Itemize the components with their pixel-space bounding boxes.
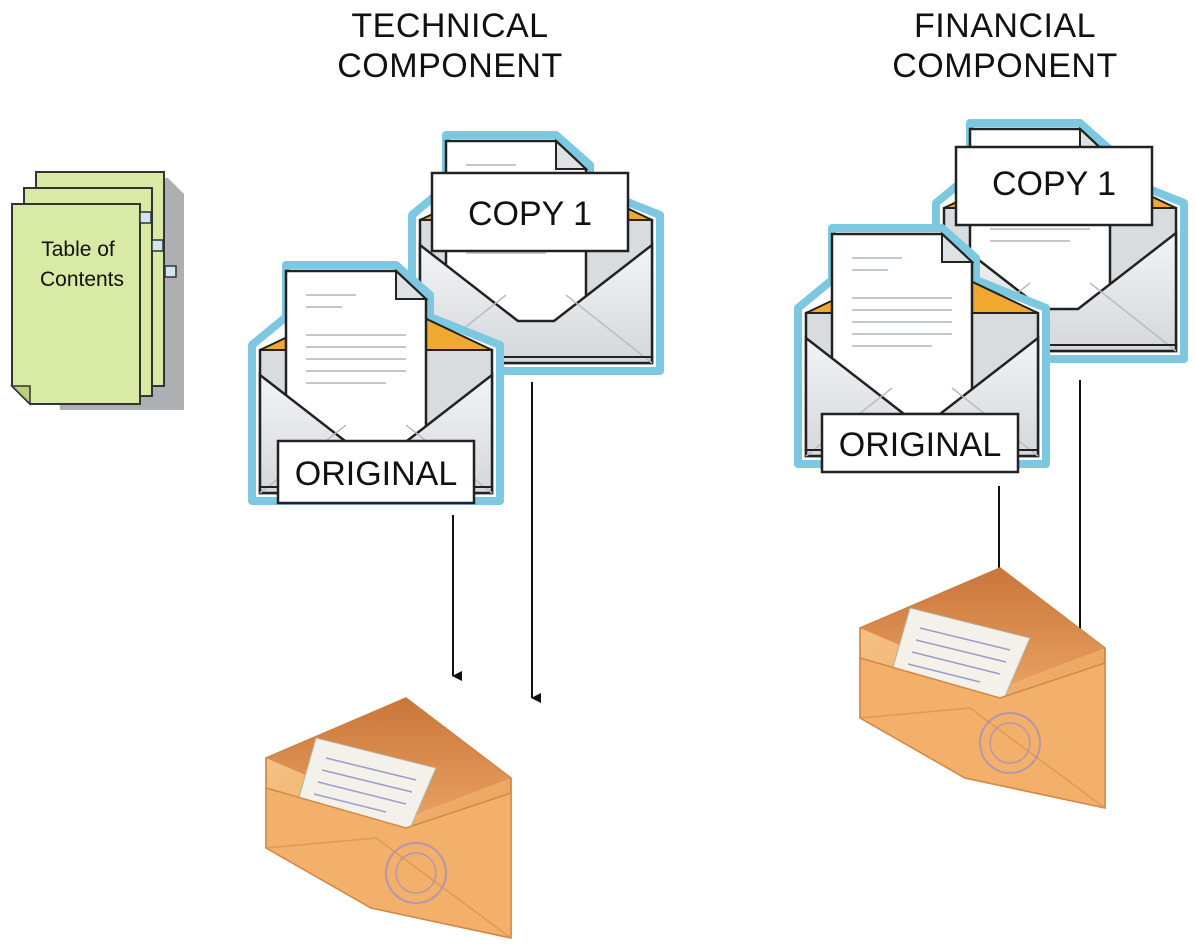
copy-label: COPY 1 — [992, 165, 1116, 203]
original-label: ORIGINAL — [295, 455, 457, 493]
technical-outer-envelope — [265, 697, 512, 939]
table-of-contents-stack: Table of Contents — [10, 171, 184, 410]
tab-marker-icon — [164, 265, 177, 278]
heading-line: COMPONENT — [337, 47, 563, 85]
toc-label-line: Contents — [40, 268, 124, 291]
heading-line: COMPONENT — [892, 47, 1118, 85]
copy-label: COPY 1 — [468, 195, 592, 233]
original-label: ORIGINAL — [839, 426, 1001, 464]
financial-copy-envelope: COPY 1 — [936, 123, 1184, 359]
technical-component-heading: TECHNICAL COMPONENT — [300, 6, 600, 86]
heading-line: FINANCIAL — [913, 7, 1097, 45]
financial-original-envelope: ORIGINAL — [798, 228, 1046, 474]
financial-outer-envelope — [859, 567, 1106, 809]
financial-component-heading: FINANCIAL COMPONENT — [855, 6, 1155, 86]
copy-label-box — [430, 171, 630, 253]
original-label-box — [820, 412, 1020, 474]
flow-arrows — [452, 380, 1089, 703]
heading-line: TECHNICAL — [351, 7, 549, 45]
tab-marker-icon — [139, 211, 152, 224]
technical-copy-envelope: COPY 1 — [412, 135, 660, 371]
toc-label-line: Table of — [41, 238, 115, 261]
technical-original-envelope: ORIGINAL — [252, 265, 500, 503]
tab-marker-icon — [151, 239, 164, 252]
copy-label-box — [954, 145, 1154, 227]
original-label-box — [276, 439, 476, 505]
